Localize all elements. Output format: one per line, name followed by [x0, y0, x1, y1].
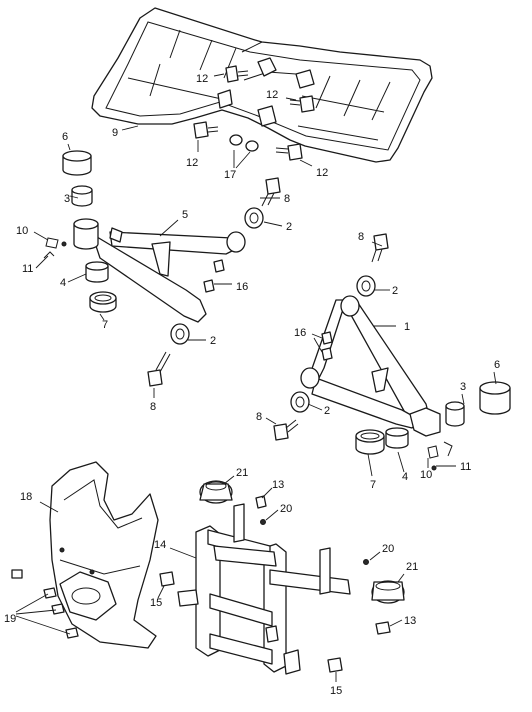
callout-21-a: 21: [236, 467, 248, 479]
bolt-12-a: [225, 65, 249, 83]
callout-8-b: 8: [150, 401, 156, 413]
bolt-12-d: [275, 143, 303, 161]
bolt-8-b: [147, 351, 171, 387]
washer-20-a: [260, 519, 266, 525]
callout-15-a: 15: [150, 597, 162, 609]
callout-2-b: 2: [210, 335, 216, 347]
nut-16-b: [321, 331, 333, 361]
cap-6-right: [479, 381, 511, 415]
callout-2-c: 2: [392, 285, 398, 297]
callout-labels: 1 2 2 2 2 3 3 4 4 5 6 6 7 7 8 8 8 8 9 10…: [4, 73, 500, 697]
callout-3-a: 3: [64, 193, 70, 205]
bushing-3-right: [445, 401, 465, 427]
cap-6-left: [62, 150, 92, 176]
bolt-13-a: [255, 495, 267, 509]
callout-21-b: 21: [406, 561, 418, 573]
seal-7-left: [89, 291, 117, 313]
cap-21-a: [199, 480, 233, 504]
callout-2-d: 2: [324, 405, 330, 417]
callout-18: 18: [20, 491, 32, 503]
callout-15-b: 15: [330, 685, 342, 697]
callout-12-a: 12: [196, 73, 208, 85]
callout-14: 14: [154, 539, 166, 551]
callout-12-b: 12: [266, 89, 278, 101]
bolt-15-a: [159, 571, 175, 587]
callout-7-b: 7: [370, 479, 376, 491]
bushing-2-d: [290, 391, 310, 413]
bolt-8-c: [371, 233, 389, 263]
callout-6-a: 6: [62, 131, 68, 143]
collar-17: [229, 134, 259, 152]
cap-21-b: [371, 580, 405, 604]
clip-10-left: [45, 237, 67, 249]
a-arm-1: [300, 295, 441, 437]
bolt-15-b: [327, 657, 343, 673]
front-rack: [91, 7, 433, 163]
screw-19-set: [11, 569, 79, 639]
callout-11-b: 11: [460, 461, 471, 473]
bolt-8-d: [273, 419, 299, 441]
callout-8-d: 8: [256, 411, 262, 423]
bolt-12-c: [193, 121, 219, 139]
bushing-4-right: [385, 427, 409, 449]
callout-6-b: 6: [494, 359, 500, 371]
callout-13-b: 13: [404, 615, 416, 627]
bushing-4-left: [85, 261, 109, 283]
callout-10-a: 10: [16, 225, 28, 237]
bushing-3-left: [71, 185, 93, 207]
callout-8-a: 8: [284, 193, 290, 205]
callout-17: 17: [224, 169, 236, 181]
a-arm-5: [73, 218, 246, 323]
guard-plate-18: [49, 461, 159, 649]
callout-4-b: 4: [402, 471, 408, 483]
bushing-2-a: [244, 207, 264, 229]
callout-20-a: 20: [280, 503, 292, 515]
bolt-8-a: [261, 177, 281, 207]
bumper-frame-14: [177, 503, 351, 675]
pin-11-right: [443, 441, 453, 457]
callout-16-a: 16: [236, 281, 248, 293]
callout-7-a: 7: [102, 319, 108, 331]
callout-8-c: 8: [358, 231, 364, 243]
callout-3-b: 3: [460, 381, 466, 393]
callout-5: 5: [182, 209, 188, 221]
callout-20-b: 20: [382, 543, 394, 555]
bushing-2-c: [356, 275, 376, 297]
bolt-13-b: [375, 621, 391, 635]
pin-11-left: [43, 251, 55, 259]
callout-10-b: 10: [420, 469, 432, 481]
callout-12-d: 12: [316, 167, 328, 179]
clip-10-right: [427, 445, 439, 471]
callout-9: 9: [112, 127, 118, 139]
callout-1: 1: [404, 321, 410, 333]
callout-19: 19: [4, 613, 16, 625]
leader-lines: [15, 73, 497, 682]
callout-2-a: 2: [286, 221, 292, 233]
seal-7-right: [355, 429, 385, 455]
washer-20-b: [363, 559, 369, 565]
callout-13-a: 13: [272, 479, 284, 491]
callout-12-c: 12: [186, 157, 198, 169]
bolt-12-b: [289, 95, 315, 113]
callout-4-a: 4: [60, 277, 66, 289]
callout-16-b: 16: [294, 327, 306, 339]
nut-16-a: [203, 259, 225, 293]
callout-11-a: 11: [22, 263, 33, 275]
bushing-2-b: [170, 323, 190, 345]
